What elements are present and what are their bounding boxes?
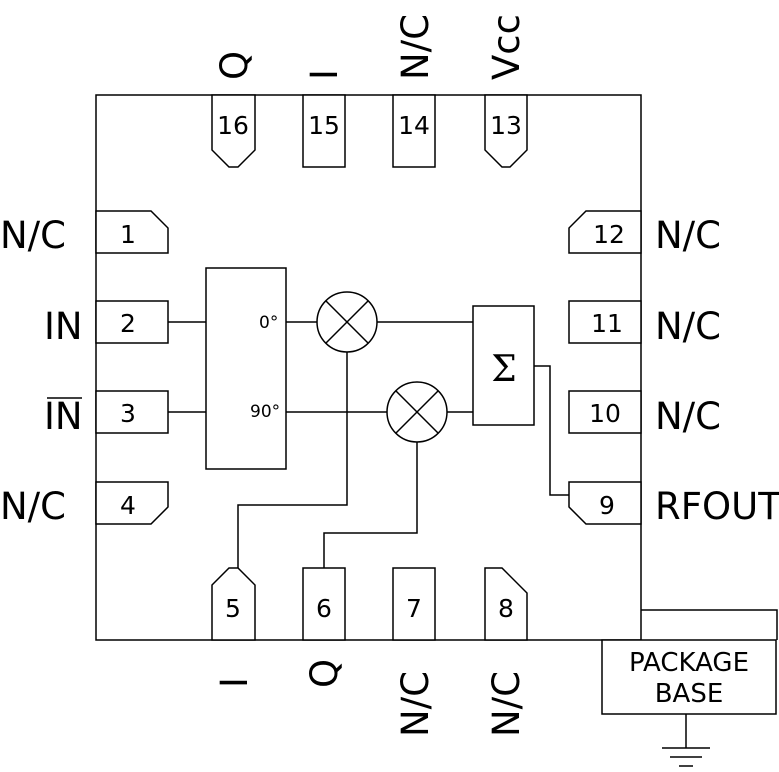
pin-9-label: RFOUT (655, 485, 779, 528)
pin-16-number: 16 (217, 111, 249, 140)
pin-15-pad (302, 94, 346, 168)
splitter-0deg-label: 0° (259, 313, 278, 333)
wire-pin5-mixer-top (237, 352, 348, 568)
pin-4-pad (95, 481, 169, 525)
pin-2-label: IN (44, 305, 83, 348)
wire-pin6-mixer-bottom (323, 442, 418, 568)
pin-8-pad (484, 567, 528, 641)
pin-12-label: N/C (655, 214, 721, 257)
pin-5-pad (211, 567, 256, 641)
pin-1-number: 1 (120, 220, 136, 249)
summer-block (472, 305, 535, 426)
pin-13-number: 13 (490, 111, 522, 140)
pin-12-number: 12 (593, 220, 625, 249)
package-base-line1: PACKAGE (629, 648, 749, 678)
pin-3-number: 3 (120, 399, 136, 428)
pin-7-number: 7 (406, 594, 422, 623)
package-base-box (601, 639, 777, 715)
splitter-90deg-label: 90° (250, 402, 280, 422)
pin-1-pad (95, 210, 169, 254)
pin-12-pad (568, 210, 642, 254)
pin-6-pad (302, 567, 346, 641)
pin-10-pad (568, 390, 642, 434)
pin-14-pad (392, 94, 436, 168)
pin-9-number: 9 (599, 491, 615, 520)
pin-16-pad (211, 94, 256, 168)
pin-16-label: Q (213, 51, 256, 80)
pin-10-number: 10 (589, 399, 621, 428)
mixer-top-icon (316, 291, 378, 353)
pin-4-number: 4 (120, 491, 136, 520)
pin-2-pad (95, 300, 169, 344)
pin-7-pad (392, 567, 436, 641)
pin-11-pad (568, 300, 642, 344)
ground-icon (662, 747, 710, 767)
pin-3-pad (95, 390, 169, 434)
pin-5-number: 5 (225, 594, 241, 623)
wire-package-base (641, 609, 778, 640)
package-base-line2: BASE (655, 679, 724, 709)
pin-6-number: 6 (316, 594, 332, 623)
pin-2-number: 2 (120, 309, 136, 338)
pin-14-number: 14 (398, 111, 430, 140)
pin-15-number: 15 (308, 111, 340, 140)
pin-4-label: N/C (0, 485, 66, 528)
wire-summer-rfout (534, 365, 569, 496)
pin-6-label: Q (303, 659, 346, 688)
phase-splitter-block (205, 267, 287, 470)
pin-5-label: I (213, 677, 256, 688)
pin-10-label: N/C (655, 395, 721, 438)
mixer-bottom-icon (386, 381, 448, 443)
pin-1-label: N/C (0, 214, 66, 257)
pin-7-label: N/C (394, 671, 437, 737)
chip-body (95, 94, 642, 641)
pin-13-pad (484, 94, 528, 168)
pin-9-pad (568, 481, 642, 525)
pin-8-number: 8 (498, 594, 514, 623)
pin-14-label: N/C (394, 14, 437, 80)
pin-11-label: N/C (655, 305, 721, 348)
pin-15-label: I (303, 69, 346, 80)
pin-13-label: Vcc (485, 14, 528, 80)
pin-11-number: 11 (591, 309, 623, 338)
pin-8-label: N/C (485, 671, 528, 737)
pin-3-label: IN (44, 395, 83, 438)
summer-symbol: Σ (491, 349, 516, 390)
